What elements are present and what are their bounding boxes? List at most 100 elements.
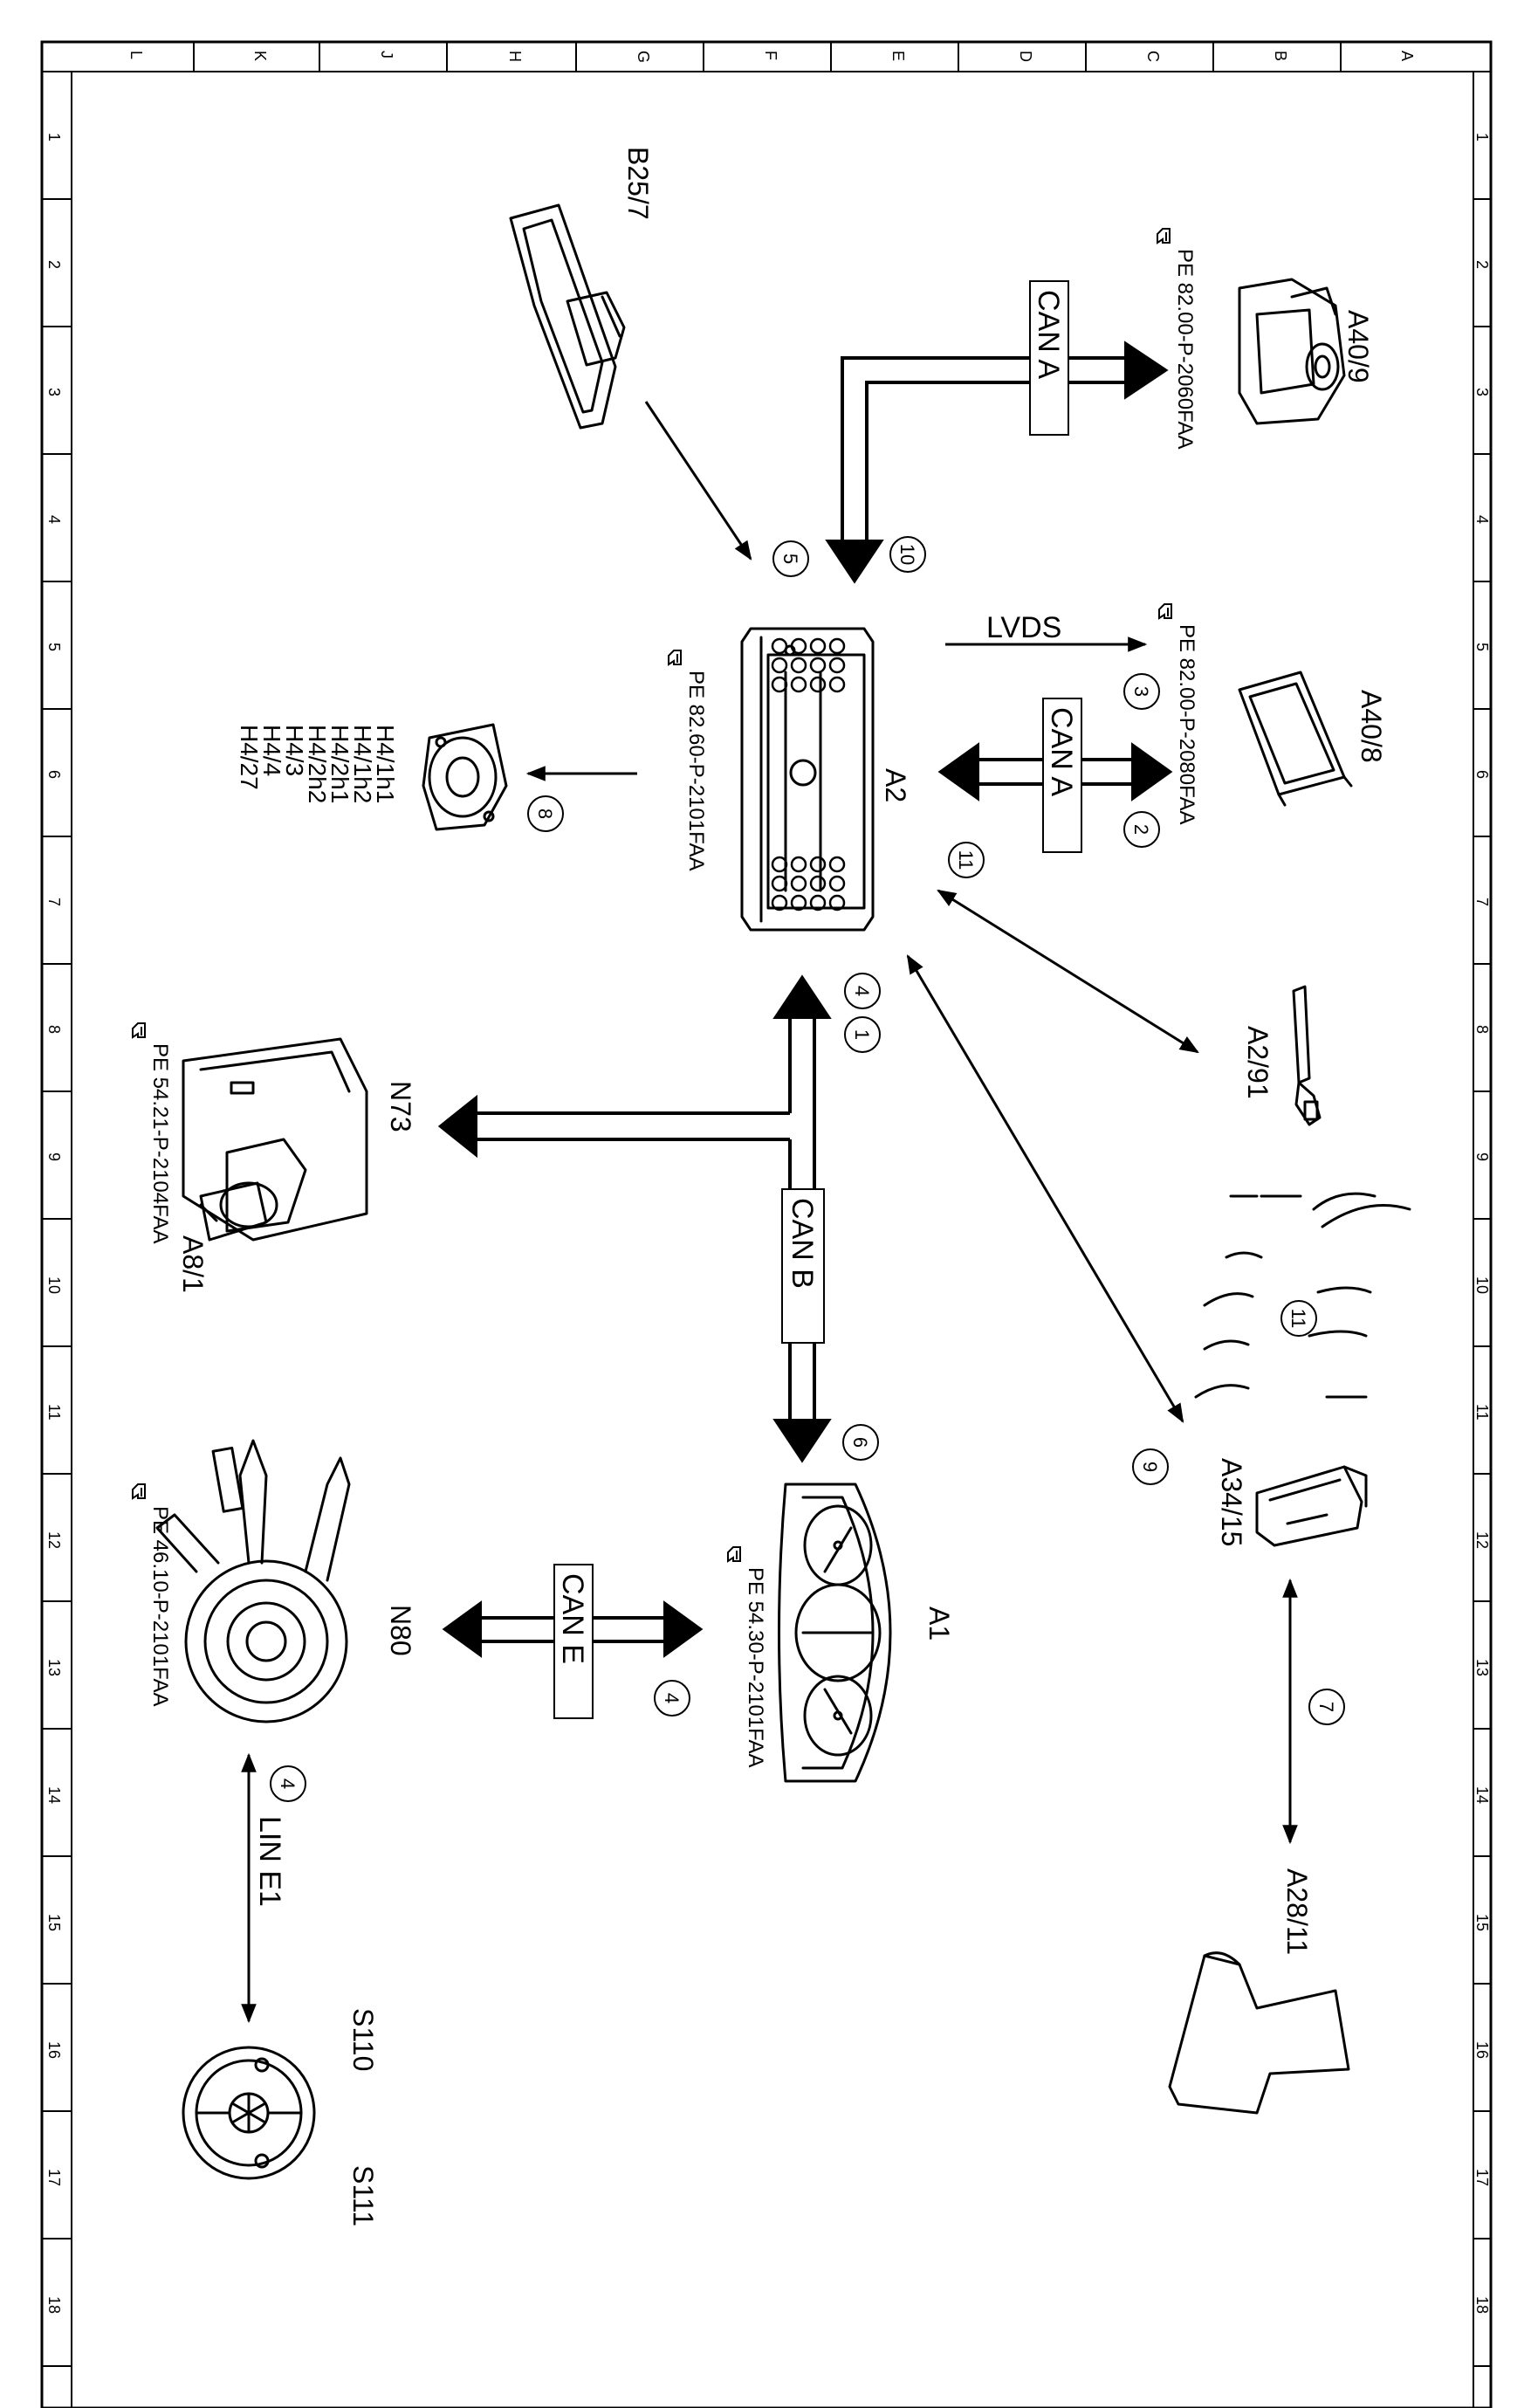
svg-text:4: 4 [661, 1693, 683, 1703]
head-unit-buttons [771, 637, 846, 912]
callout-4-b: 4 [654, 1680, 690, 1717]
grid-row-13-left: 13 [45, 1659, 63, 1676]
grid-row-12-right: 12 [1473, 1531, 1491, 1549]
can-b-arrow [437, 974, 832, 1463]
reference-hand-icon [727, 1546, 741, 1563]
grid-row-3-left: 3 [45, 388, 63, 396]
grid-row-10-left: 10 [45, 1276, 63, 1294]
svg-text:6: 6 [849, 1437, 871, 1448]
callout-11-a: 11 [948, 842, 985, 878]
b25-7-to-a2-arrow [644, 401, 752, 561]
grid-row-15-left: 15 [45, 1914, 63, 1931]
reference-hand-icon [1157, 228, 1171, 244]
callout-2: 2 [1123, 811, 1160, 848]
grid-row-2-left: 2 [45, 260, 63, 269]
label-h4-1h2: H4/1h2 [349, 725, 376, 803]
a2-to-a2-91-arrow [937, 889, 1199, 1054]
can-e-label: CAN E [553, 1564, 594, 1719]
svg-text:9: 9 [1139, 1462, 1161, 1472]
grid-row-5-left: 5 [45, 643, 63, 651]
grid-row-9-right: 9 [1473, 1152, 1491, 1161]
grid-col-A: A [1398, 51, 1416, 61]
grid-row-1-left: 1 [45, 133, 63, 141]
ref-a2: PE 82.60-P-2101FAA [684, 671, 708, 870]
reference-hand-icon [1158, 603, 1172, 620]
head-unit-icon [740, 627, 875, 932]
grid-row-4-right: 4 [1473, 515, 1491, 524]
grid-row-16-left: 16 [45, 2041, 63, 2059]
callout-7: 7 [1308, 1689, 1345, 1725]
ref-a1: PE 54.30-P-2101FAA [744, 1567, 767, 1767]
reference-hand-icon [132, 1022, 146, 1039]
steering-column-module-icon [155, 1439, 351, 1723]
label-s111: S111 [347, 2165, 379, 2226]
label-h4-2h2: H4/2h2 [304, 725, 331, 803]
grid-col-K: K [251, 51, 269, 61]
label-n80: N80 [385, 1605, 416, 1656]
callout-6: 6 [842, 1424, 879, 1461]
display-icon [1238, 671, 1353, 807]
label-s110: S110 [347, 2008, 379, 2071]
camera-icon [1238, 278, 1346, 425]
grid-row-7-left: 7 [45, 898, 63, 906]
label-a8-1: A8/1 [177, 1235, 209, 1293]
grid-row-2-right: 2 [1473, 260, 1491, 269]
a2-to-a34-15-arrow [906, 954, 1184, 1423]
label-h4-2h1: H4/2h1 [326, 725, 354, 803]
lvds-label: LVDS [986, 611, 1061, 644]
callouts: 10 5 3 2 11 8 4 1 6 9 11 7 4 4 [270, 536, 1345, 1802]
label-a2-91: A2/91 [1242, 1026, 1274, 1099]
grid-row-18-left: 18 [45, 2296, 63, 2314]
can-e-text: CAN E [556, 1573, 589, 1664]
callout-4-c: 4 [270, 1765, 306, 1802]
svg-text:1: 1 [851, 1029, 873, 1040]
grid-row-8-left: 8 [45, 1025, 63, 1034]
component-labels: B25/7 A40/9 PE 82.00-P-2060FAA A40/8 PE … [148, 147, 1387, 2226]
grid-row-17-right: 17 [1473, 2169, 1491, 2186]
svg-text:4: 4 [851, 986, 873, 996]
grid-row-1-right: 1 [1473, 133, 1491, 141]
callout-3: 3 [1123, 673, 1160, 710]
radio-waves-icon [1194, 1192, 1411, 1399]
instrument-cluster-icon [778, 1483, 892, 1783]
callout-10: 10 [889, 536, 926, 573]
label-a40-8: A40/8 [1356, 690, 1387, 763]
grid-col-D: D [1017, 51, 1034, 62]
grid-row-8-right: 8 [1473, 1025, 1491, 1034]
svg-text:2: 2 [1130, 824, 1152, 835]
grid-col-L: L [127, 51, 145, 59]
reference-hand-icon [132, 1483, 146, 1500]
can-a-top-arrow [825, 341, 1169, 584]
grid-column-labels: L K J H G F E D C B A [127, 51, 1416, 63]
label-n73: N73 [385, 1081, 416, 1132]
label-a34-15: A34/15 [1216, 1458, 1247, 1546]
grid-row-11-left: 11 [45, 1404, 63, 1421]
callout-8: 8 [527, 795, 564, 832]
can-a-top-label: CAN A [1029, 280, 1069, 436]
label-b25-7: B25/7 [622, 147, 654, 220]
grid-row-6-left: 6 [45, 770, 63, 779]
can-b-text: CAN B [786, 1198, 819, 1289]
lin-e1-text: LIN E1 [253, 1816, 286, 1907]
grid-row-5-right: 5 [1473, 643, 1491, 651]
can-a-mid-label: CAN A [1042, 698, 1082, 853]
lvds-text: LVDS [986, 611, 1061, 644]
grid-row-15-right: 15 [1473, 1914, 1491, 1931]
svg-text:5: 5 [779, 554, 801, 564]
svg-text:11: 11 [1287, 1309, 1309, 1329]
antenna-icon [1292, 985, 1322, 1126]
grid-col-J: J [378, 51, 395, 58]
callout-11-b: 11 [1280, 1300, 1317, 1337]
ref-a40-9: PE 82.00-P-2060FAA [1173, 249, 1197, 449]
callout-4-a: 4 [844, 973, 881, 1009]
grid-col-C: C [1144, 51, 1162, 62]
grid-row-11-right: 11 [1473, 1404, 1491, 1421]
svg-text:10: 10 [896, 544, 918, 565]
grid-column-ticks [193, 42, 1342, 72]
grid-row-17-left: 17 [45, 2169, 63, 2186]
grid-row-labels-right: 1 2 3 4 5 6 7 8 9 10 11 12 13 14 15 16 1… [1473, 133, 1491, 2314]
svg-text:3: 3 [1130, 686, 1152, 697]
ref-a40-8: PE 82.00-P-2080FAA [1175, 624, 1198, 824]
ref-a8-1: PE 54.21-P-2104FAA [148, 1043, 172, 1243]
grid-row-10-right: 10 [1473, 1276, 1491, 1294]
